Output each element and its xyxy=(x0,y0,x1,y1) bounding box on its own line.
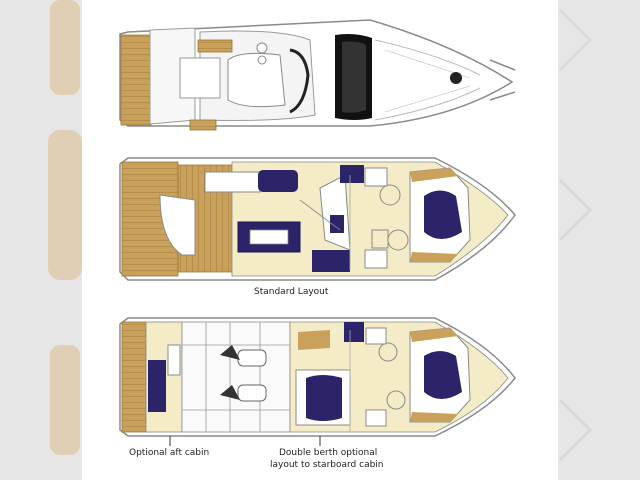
left-blurred-strip xyxy=(0,0,82,480)
flybridge-top-view xyxy=(119,19,516,131)
standard-layout-plan xyxy=(119,157,516,281)
right-blurred-strip xyxy=(558,0,640,480)
standard-layout-label: Standard Layout xyxy=(254,287,329,297)
optional-aft-cabin-label: Optional aft cabin xyxy=(129,448,210,458)
optional-layout-plan xyxy=(119,317,516,446)
double-berth-label-line1: Double berth optional xyxy=(279,448,378,458)
double-berth-label-line2: layout to starboard cabin xyxy=(270,460,384,470)
